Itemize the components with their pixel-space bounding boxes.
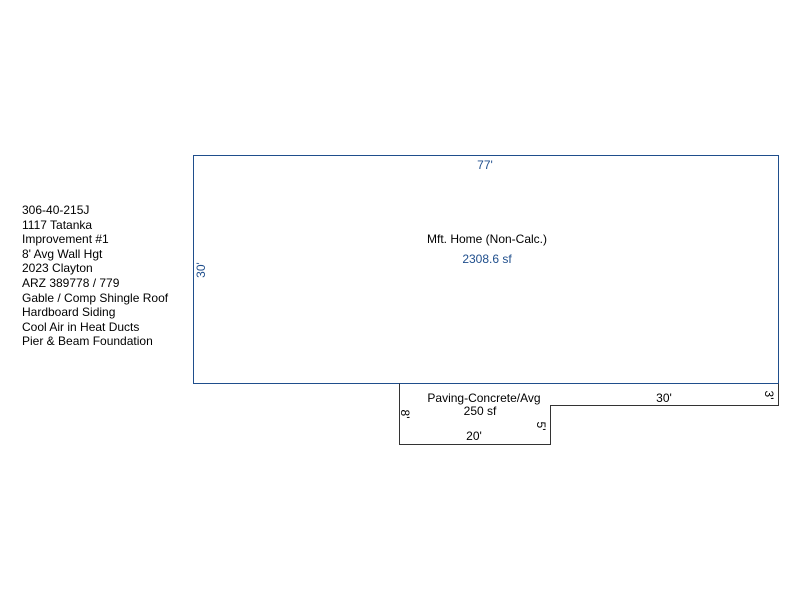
home-left-dimension: 30' [194,262,208,278]
paving-label: Paving-Concrete/Avg [427,391,540,405]
home-outline [193,155,779,384]
cooling-type: Cool Air in Heat Ducts [22,319,140,334]
home-top-dimension: 77' [477,158,493,172]
parcel-id: 306-40-215J [22,203,90,217]
paving-left-dimension: 8' [398,410,412,419]
siding-type: Hardboard Siding [22,305,116,320]
improvement-number: Improvement #1 [22,232,109,247]
home-area: 2308.6 sf [462,252,512,266]
wall-height: 8' Avg Wall Hgt [22,246,103,261]
paving-short-right-dimension: 3' [762,391,776,400]
paving-bottom-dimension: 20' [466,429,482,443]
paving-long-dimension: 30' [656,391,672,405]
address: 1117 Tatanka [22,217,93,232]
paving-step-dimension: 5' [534,422,548,431]
serial-numbers: ARZ 389778 / 779 [22,275,120,290]
property-info-block: 306-40-215J 1117 Tatanka Improvement #1 … [22,203,168,349]
roof-type: Gable / Comp Shingle Roof [22,290,169,305]
foundation-type: Pier & Beam Foundation [22,334,153,349]
year-make: 2023 Clayton [22,261,93,276]
paving-area: 250 sf [464,404,497,418]
paving-outline [399,383,779,445]
home-label: Mft. Home (Non-Calc.) [427,232,547,246]
